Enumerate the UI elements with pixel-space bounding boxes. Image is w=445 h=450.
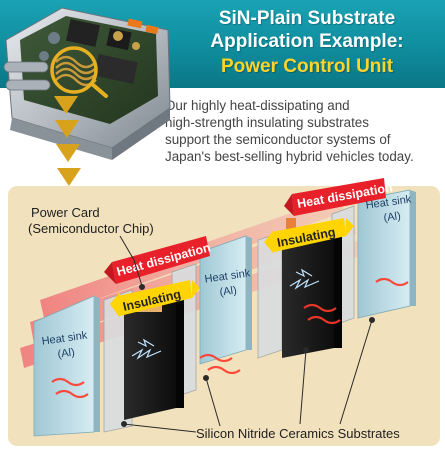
- power-card-sublabel: (Semiconductor Chip): [28, 221, 154, 236]
- heat-sink-material: (Al): [383, 210, 402, 224]
- heat-sink-material: (Al): [219, 284, 238, 298]
- heat-sink-material: (Al): [57, 346, 76, 360]
- power-card-label: Power Card: [31, 205, 100, 220]
- substrate-label: Silicon Nitride Ceramics Substrates: [196, 426, 400, 441]
